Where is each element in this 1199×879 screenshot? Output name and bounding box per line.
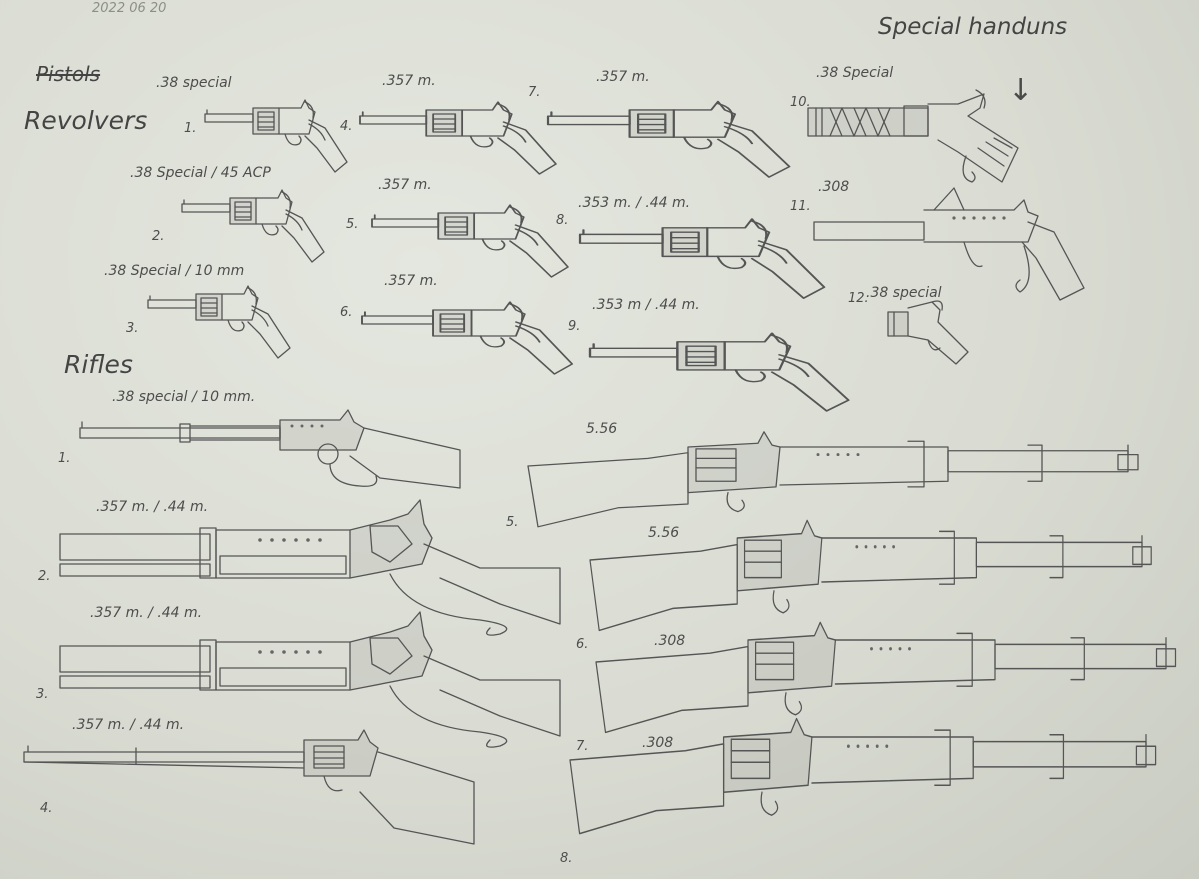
revolver-caliber: .38 special — [156, 75, 232, 91]
rifle-4-drawing — [23, 729, 475, 845]
rifle-caliber: 5.56 — [586, 421, 618, 437]
revolver-caliber: .357 m. — [596, 69, 650, 85]
rifles-heading: Rifles — [64, 350, 133, 379]
revolver-2-drawing — [181, 189, 325, 263]
revolver-number: 3. — [126, 321, 139, 336]
rifle-number: 8. — [560, 851, 573, 866]
sheet-date: 2022 06 20 — [92, 1, 167, 16]
revolver-caliber: .38 Special / 10 mm — [104, 263, 245, 279]
revolver-caliber: .357 m. — [384, 273, 438, 289]
rifle-caliber: .357 m. / .44 m. — [96, 499, 209, 515]
special-handgun-number: 10. — [790, 95, 811, 110]
revolver-caliber: .353 m / .44 m. — [592, 297, 700, 313]
rifle-5-drawing — [527, 431, 1139, 528]
revolver-number: 2. — [152, 229, 165, 244]
revolver-caliber: .357 m. — [378, 177, 432, 193]
special-handgun-number: 11. — [790, 199, 811, 214]
pistols-heading-struck: Pistols — [36, 62, 101, 86]
revolver-number: 8. — [556, 213, 569, 228]
revolver-number: 1. — [184, 121, 197, 136]
special-handgun-11-drawing — [813, 187, 1085, 301]
special-handgun-10-drawing — [807, 89, 1019, 183]
special-handgun-caliber: .38 special — [866, 285, 942, 301]
special-handgun-caliber: .38 Special — [816, 65, 894, 81]
revolver-number: 9. — [568, 319, 581, 334]
rifle-number: 4. — [40, 801, 53, 816]
rifle-caliber: .357 m. / .44 m. — [72, 717, 185, 733]
revolver-caliber: .357 m. — [382, 73, 436, 89]
revolver-caliber: .353 m. / .44 m. — [578, 195, 691, 211]
rifle-caliber: 5.56 — [648, 525, 680, 541]
special-handguns-heading: Special handuns — [878, 14, 1068, 40]
revolver-6-drawing — [361, 301, 574, 375]
revolver-1-drawing — [204, 99, 348, 173]
special-handgun-number: 12. — [848, 291, 869, 306]
rifle-number: 2. — [38, 569, 51, 584]
special-handgun-12-drawing — [887, 300, 969, 365]
revolver-number: 5. — [346, 217, 359, 232]
rifle-number: 7. — [576, 739, 589, 754]
revolvers-heading: Revolvers — [24, 106, 148, 135]
revolver-7-drawing — [546, 100, 791, 179]
revolver-3-drawing — [147, 285, 291, 359]
revolver-number: 7. — [528, 85, 541, 100]
rifle-caliber: .308 — [654, 633, 686, 649]
revolver-5-drawing — [371, 204, 569, 278]
revolver-number: 6. — [340, 305, 353, 320]
revolver-number: 4. — [340, 119, 353, 134]
rifle-caliber: .308 — [642, 735, 674, 751]
rifle-caliber: .357 m. / .44 m. — [90, 605, 203, 621]
special-handgun-caliber: .308 — [818, 179, 850, 195]
revolver-4-drawing — [359, 101, 557, 175]
revolver-caliber: .38 Special / 45 ACP — [130, 165, 271, 181]
rifle-number: 5. — [506, 515, 519, 530]
revolver-8-drawing — [578, 217, 826, 300]
rifle-number: 3. — [36, 687, 49, 702]
rifle-number: 6. — [576, 637, 589, 652]
rifle-caliber: .38 special / 10 mm. — [112, 389, 256, 405]
rifle-1-drawing — [79, 409, 461, 489]
down-arrow-icon: ↓ — [1008, 73, 1034, 108]
rifle-number: 1. — [58, 451, 71, 466]
revolver-9-drawing — [588, 332, 850, 413]
